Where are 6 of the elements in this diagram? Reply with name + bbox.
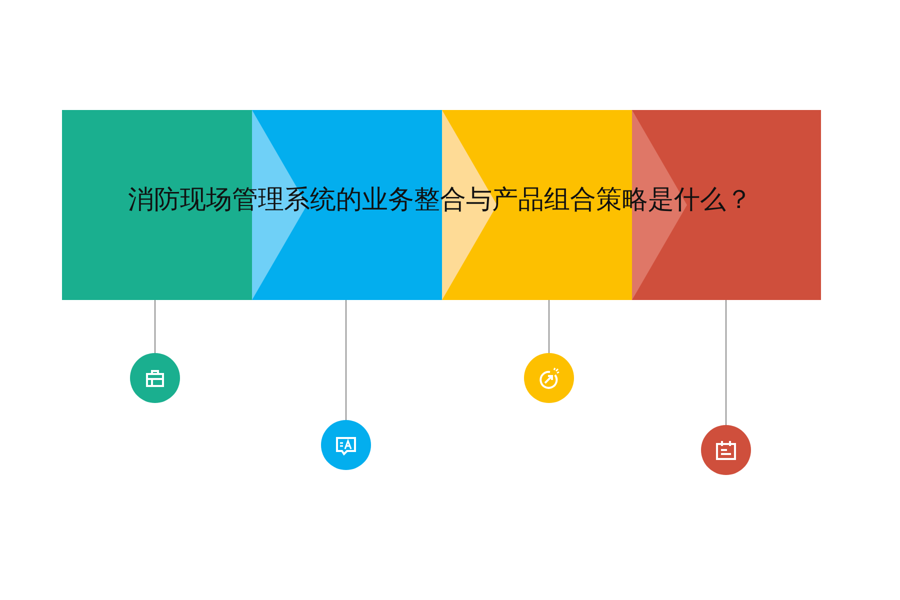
icon-circle <box>524 353 574 403</box>
icon-circle <box>130 353 180 403</box>
connector-line <box>154 300 156 354</box>
connector-line <box>548 300 550 354</box>
icon-circle <box>321 420 371 470</box>
icon-circle <box>701 425 751 475</box>
